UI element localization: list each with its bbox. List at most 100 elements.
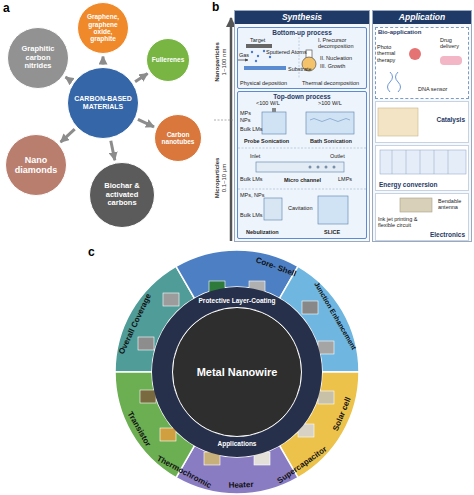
- droplets: [309, 166, 336, 169]
- circle-text-holder: Graphene, graphene oxide, graphite: [77, 2, 129, 54]
- circle-shape: [90, 163, 155, 228]
- circle-shape: [6, 135, 67, 196]
- axis-label: 1~100 nm: [221, 49, 228, 76]
- circle-shape: [8, 28, 69, 89]
- node-text: Electronics: [430, 231, 465, 238]
- band-shape: [152, 372, 322, 457]
- annotation-label: Bulk LMs: [240, 126, 263, 132]
- substrate: [244, 66, 286, 70]
- node-text: Metal Nanowire: [197, 366, 278, 378]
- arrow-connector: [102, 57, 105, 65]
- annotation-label: Physical deposition: [240, 80, 287, 86]
- arrow-connector: [135, 74, 148, 82]
- annotation-label: Ink jet printing & flexible circuit: [378, 216, 434, 229]
- sector-label: Heater: [228, 480, 253, 490]
- arrow-connector: [111, 141, 115, 161]
- node-text: Synthesis: [235, 11, 369, 24]
- annotation-label: LMPs: [338, 176, 352, 182]
- center-circle: CARBON-BASED MATERIALS: [67, 67, 139, 139]
- slice-beaker: [318, 196, 348, 224]
- annotation-label: NPs: [240, 117, 250, 123]
- energy-icon: [380, 150, 466, 174]
- circle-text-holder: Nano diamonds: [5, 134, 67, 196]
- sector-label: Transistor: [125, 409, 152, 447]
- circle-shape: [173, 308, 302, 437]
- node-text: CARBON-BASED MATERIALS: [72, 95, 134, 111]
- material-circle: Nano diamonds: [5, 134, 67, 196]
- annotation-label: Drug delivery: [440, 37, 468, 50]
- annotation-label: <100 W/L: [256, 100, 280, 106]
- micro-channel: [256, 162, 344, 172]
- band-shape: [152, 287, 322, 372]
- annotation-label: Bulk LMs: [240, 212, 263, 218]
- annotation-label: Target: [250, 37, 265, 43]
- annotation-label: Substrate: [288, 66, 312, 72]
- beaker: [262, 112, 286, 134]
- circle-text-holder: Biochar & activated carbons: [89, 162, 155, 228]
- annotation-label: Bath Sonication: [310, 138, 352, 144]
- energy-stripes: [392, 150, 448, 174]
- dna-icon: [388, 72, 401, 92]
- axis-divider: [214, 120, 233, 121]
- circle-text-holder: Carbon nanotubes: [154, 114, 202, 162]
- circle-text-holder: Metal Nanowire: [172, 307, 302, 437]
- annotation-label: Thermal decomposition: [302, 80, 359, 86]
- annotation-label: MPs: [240, 110, 251, 116]
- sector-label: Supercapacitor: [275, 444, 328, 485]
- axis-label: Nanoparticles: [214, 42, 221, 82]
- node-text: Protective Layer-Coating: [152, 297, 322, 304]
- annotation-label: Sputtered Atoms: [266, 49, 307, 55]
- node-text: Bio-application: [378, 29, 421, 35]
- circle-shape: [155, 115, 202, 162]
- node-text: Energy conversion: [379, 181, 438, 188]
- annotation-label: Gas: [239, 52, 249, 58]
- ring-band: Protective Layer-Coating: [152, 287, 322, 372]
- annotation-label: I. Precursor decomposition: [318, 37, 366, 50]
- node-text: Fullerenes: [152, 56, 185, 63]
- arrow-connector: [138, 119, 154, 127]
- annotation-label: >100 W/L: [318, 100, 342, 106]
- annotation-label: MPs, NPs: [240, 192, 264, 198]
- sector-photos: [138, 281, 334, 465]
- arrow-connector: [66, 77, 72, 81]
- node-text: Carbon nanotubes: [159, 131, 197, 146]
- annotation-label: Bulk LMs: [240, 176, 263, 182]
- sector-label: Core- Shell: [254, 255, 297, 278]
- annotation-label: Micro channel: [284, 177, 321, 183]
- circle-shape: [78, 3, 129, 54]
- material-circle: Graphene, graphene oxide, graphite: [77, 2, 129, 54]
- capsule-icon: [440, 56, 462, 65]
- circle-text-holder: Fullerenes: [146, 38, 190, 82]
- node-text: Bottom-up process: [238, 29, 366, 36]
- ring-band: Applications: [152, 372, 322, 457]
- ring-sectors: [115, 250, 359, 494]
- therapy-icon: [409, 48, 421, 60]
- node-text: Graphene, graphene oxide, graphite: [82, 13, 124, 42]
- nebulizer: [264, 198, 282, 220]
- annotation-label: Bendable antenna: [438, 198, 468, 211]
- annotation-label: Outlet: [330, 153, 345, 159]
- node-text: Nano diamonds: [10, 155, 62, 175]
- divider: [238, 148, 366, 149]
- material-circle: Carbon nanotubes: [154, 114, 202, 162]
- circle-text-holder: CARBON-BASED MATERIALS: [67, 67, 139, 139]
- circle-shape: [68, 68, 139, 139]
- core-circle: Metal Nanowire: [172, 307, 302, 437]
- gas-arrow: [238, 60, 248, 61]
- divider: [238, 189, 366, 190]
- annotation-label: Probe Sonication: [244, 138, 289, 144]
- panel-letter: c: [88, 246, 95, 260]
- annotation-label: DNA sensor: [418, 86, 447, 92]
- material-circle: Graphitic carbon nitrides: [7, 27, 69, 89]
- axis-label: Microparticles: [214, 158, 221, 199]
- annotation-label: Photo thermal therapy: [377, 44, 409, 63]
- panel-letter: b: [212, 1, 219, 15]
- panel-letter: a: [3, 2, 10, 16]
- sector-label: Thermochromic: [155, 454, 213, 491]
- sector-label: Junction Enhancement: [312, 280, 357, 351]
